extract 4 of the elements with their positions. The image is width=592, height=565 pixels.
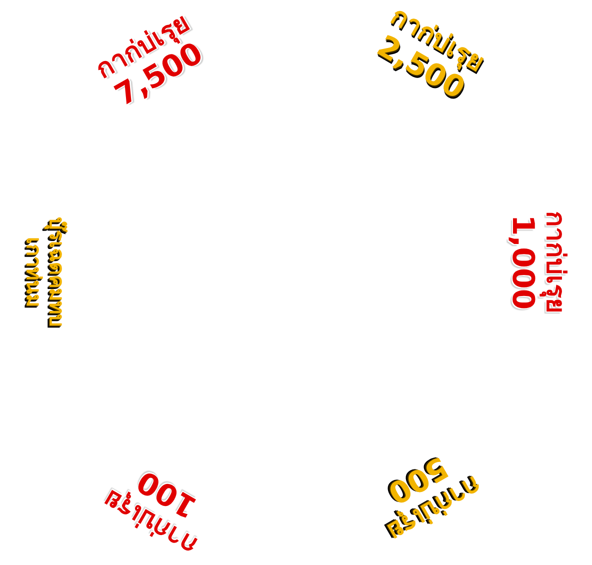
prize-amount: เกาท่นม: [22, 237, 45, 307]
prize-label: กาก่บ่เรุย: [539, 211, 570, 314]
prize-amount: 1,000: [504, 214, 540, 310]
prize-label: บุ๊รเฉดคมทบ: [45, 217, 68, 327]
